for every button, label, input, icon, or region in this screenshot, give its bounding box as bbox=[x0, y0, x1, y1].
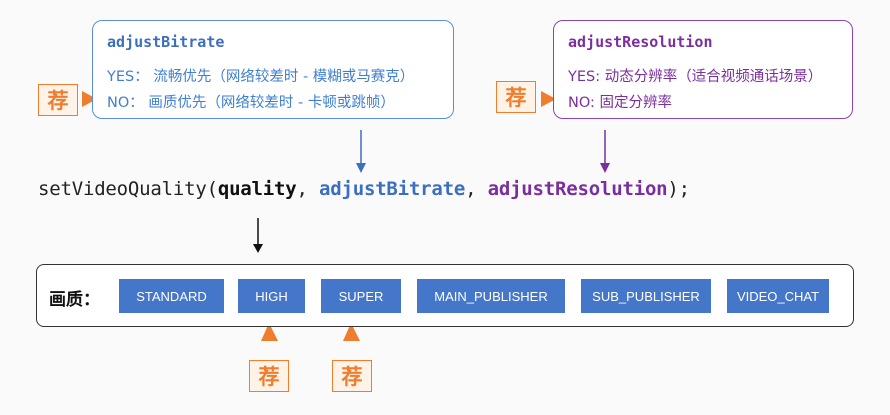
quality-label: 画质： bbox=[49, 290, 100, 310]
recommend-badge-bitrate-no: 荐 bbox=[38, 84, 78, 116]
quality-option-video-chat[interactable]: VIDEO_CHAT bbox=[727, 279, 829, 313]
quality-arrow-head bbox=[253, 244, 263, 253]
recommend-arrow-super bbox=[343, 323, 360, 341]
recommend-arrow-high bbox=[261, 323, 278, 341]
function-end: ); bbox=[667, 178, 690, 200]
quality-option-sub-publisher[interactable]: SUB_PUBLISHER bbox=[581, 279, 711, 313]
resolution-option-box: adjustResolution YES: 动态分辨率（适合视频通话场景） NO… bbox=[553, 20, 853, 119]
bitrate-box-title: adjustBitrate bbox=[107, 33, 225, 51]
recommend-arrow-resolution bbox=[541, 91, 556, 107]
bitrate-no-line: NO： 画质优先（网络较差时 - 卡顿或跳帧） bbox=[107, 95, 395, 111]
resolution-no-line: NO: 固定分辨率 bbox=[568, 95, 672, 111]
quality-options-panel: 画质： STANDARD HIGH SUPER MAIN_PUBLISHER S… bbox=[36, 264, 854, 327]
param-separator-1: , bbox=[296, 178, 319, 200]
quality-option-main-publisher[interactable]: MAIN_PUBLISHER bbox=[417, 279, 565, 313]
bitrate-option-box: adjustBitrate YES： 流畅优先（网络较差时 - 模糊或马赛克） … bbox=[92, 20, 454, 119]
recommend-badge-resolution-no: 荐 bbox=[496, 81, 536, 113]
resolution-arrow-head bbox=[600, 163, 610, 173]
quality-option-high[interactable]: HIGH bbox=[238, 279, 305, 313]
param-quality: quality bbox=[217, 178, 297, 200]
function-signature: setVideoQuality(quality, adjustBitrate, … bbox=[38, 178, 690, 200]
param-adjust-resolution: adjustResolution bbox=[487, 178, 668, 200]
param-adjust-bitrate: adjustBitrate bbox=[319, 178, 466, 200]
bitrate-yes-line: YES： 流畅优先（网络较差时 - 模糊或马赛克） bbox=[107, 69, 415, 85]
quality-option-super[interactable]: SUPER bbox=[321, 279, 401, 313]
resolution-yes-line: YES: 动态分辨率（适合视频通话场景） bbox=[568, 69, 823, 85]
recommend-badge-super: 荐 bbox=[332, 360, 372, 392]
function-name: setVideoQuality( bbox=[38, 178, 218, 200]
resolution-box-title: adjustResolution bbox=[568, 33, 713, 51]
bitrate-arrow-head bbox=[356, 163, 366, 173]
quality-option-standard[interactable]: STANDARD bbox=[119, 279, 224, 313]
recommend-arrow-bitrate bbox=[82, 91, 97, 107]
param-separator-2: , bbox=[465, 178, 488, 200]
recommend-badge-high: 荐 bbox=[249, 360, 289, 392]
